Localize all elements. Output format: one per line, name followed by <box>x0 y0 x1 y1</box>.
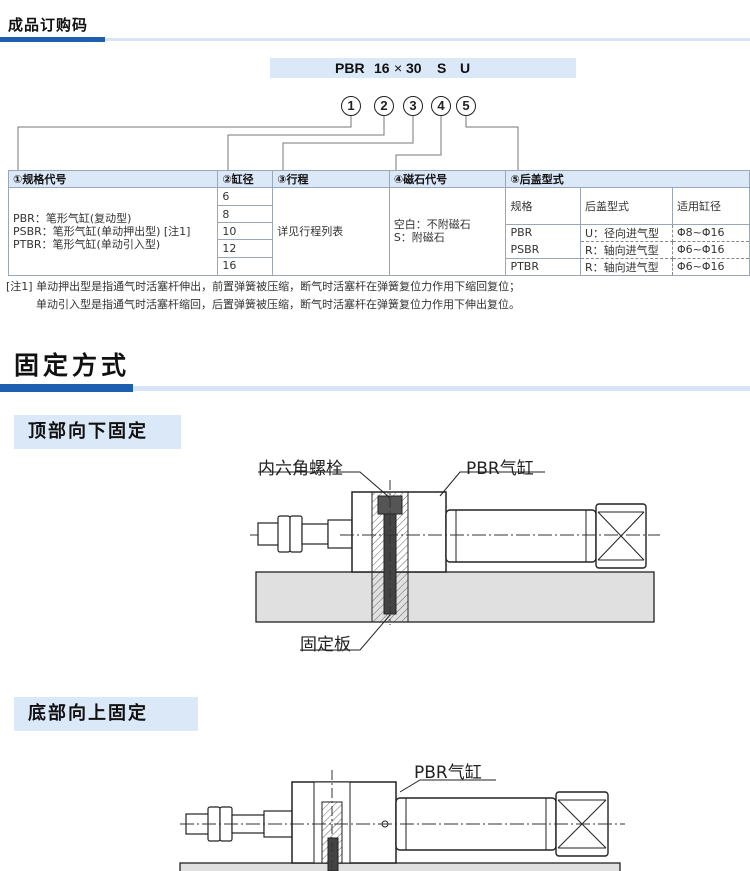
order-section-title: 成品订购码 <box>8 16 89 34</box>
circle-3: 3 <box>403 96 423 116</box>
top-mount-title: 顶部向下固定 <box>14 415 181 449</box>
circle-4: 4 <box>431 96 451 116</box>
label-hex-bolt: 内六角螺栓 <box>258 459 343 479</box>
code-leader-lines <box>17 116 519 170</box>
mount-section-underline <box>0 384 750 394</box>
header-cover: ⑤后盖型式 <box>505 170 750 188</box>
label-pbr-cylinder-top: PBR气缸 <box>466 459 534 479</box>
spec-code-pbr: PBR：笔形气缸(复动型) <box>13 211 132 225</box>
circle-1: 1 <box>341 96 361 116</box>
note-2: 单动引入型是指通气时活塞杆缩回，后置弹簧被压缩，断气时活塞杆在弹簧复位力作用下伸… <box>36 298 520 311</box>
note-1: [注1] 单动押出型是指通气时活塞杆伸出，前置弹簧被压缩，断气时活塞杆在弹簧复位… <box>6 280 521 293</box>
header-spec-code: ①规格代号 <box>7 170 219 188</box>
cover-cell: 规格 后盖型式 适用缸径 PBR U：径向进气型 Φ8~Φ16 PSBR R：轴… <box>505 187 750 276</box>
header-bore: ②缸径 <box>217 170 274 188</box>
bore-16: 16 <box>222 259 237 273</box>
bore-10: 10 <box>218 222 273 241</box>
bore-6: 6 <box>218 188 273 206</box>
cover-bore-pbr: Φ8~Φ16 <box>672 224 749 242</box>
header-magnet: ④磁石代号 <box>388 170 507 188</box>
bottom-mount-title: 底部向上固定 <box>14 697 198 731</box>
order-notes: [注1] 单动押出型是指通气时活塞杆伸出，前置弹簧被压缩，断气时活塞杆在弹簧复位… <box>6 278 520 314</box>
label-pbr-cylinder-bottom: PBR气缸 <box>414 763 482 783</box>
cover-header-type: 后盖型式 <box>580 188 673 225</box>
bore-cell: 6 8 10 12 16 <box>217 187 274 276</box>
cover-type-u: U：径向进气型 <box>580 224 673 242</box>
order-section-underline <box>0 37 750 45</box>
code-part-5: U <box>460 60 471 76</box>
top-mount-drawing <box>250 471 660 651</box>
circle-2: 2 <box>374 96 394 116</box>
cover-spec-psbr: PSBR <box>506 241 581 259</box>
cover-spec-pbr: PBR <box>506 224 581 241</box>
circle-5: 5 <box>456 96 476 116</box>
mount-section-title: 固定方式 <box>14 351 131 380</box>
order-spec-table: ①规格代号 ②缸径 ③行程 ④磁石代号 ⑤后盖型式 PBR：笔形气缸(复动型) … <box>7 170 750 276</box>
cover-header-spec: 规格 <box>506 188 581 225</box>
cover-bore-psbr: Φ6~Φ16 <box>672 241 749 259</box>
magnet-cell: 空白：不附磁石 S：附磁石 <box>388 187 507 276</box>
bore-12: 12 <box>218 239 273 258</box>
cover-header-bore: 适用缸径 <box>672 188 749 225</box>
cover-spec-ptbr: PTBR <box>506 258 581 275</box>
cover-type-r1: R：轴向进气型 <box>580 241 673 259</box>
spec-code-psbr: PSBR：笔形气缸(单动押出型) [注1] <box>13 224 191 238</box>
code-part-4: S <box>437 60 447 76</box>
label-mount-plate: 固定板 <box>300 635 351 655</box>
code-part-2: 16 <box>374 60 390 76</box>
code-part-3: 30 <box>406 60 422 76</box>
spec-code-ptbr: PTBR：笔形气缸(单动引入型) <box>13 237 161 251</box>
magnet-none: 空白：不附磁石 <box>393 218 471 232</box>
stroke-cell: 详见行程列表 <box>272 187 390 276</box>
code-part-1: PBR <box>335 60 365 76</box>
order-code-box <box>270 58 576 78</box>
header-stroke: ③行程 <box>272 170 390 188</box>
cover-bore-ptbr: Φ6~Φ16 <box>676 260 725 273</box>
bottom-mount-drawing <box>179 770 625 871</box>
magnet-s: S：附磁石 <box>393 231 445 245</box>
spec-code-cell: PBR：笔形气缸(复动型) PSBR：笔形气缸(单动押出型) [注1] PTBR… <box>7 187 219 276</box>
code-times: × <box>394 60 403 76</box>
bore-8: 8 <box>218 205 273 224</box>
cover-type-r2: R：轴向进气型 <box>580 258 673 275</box>
